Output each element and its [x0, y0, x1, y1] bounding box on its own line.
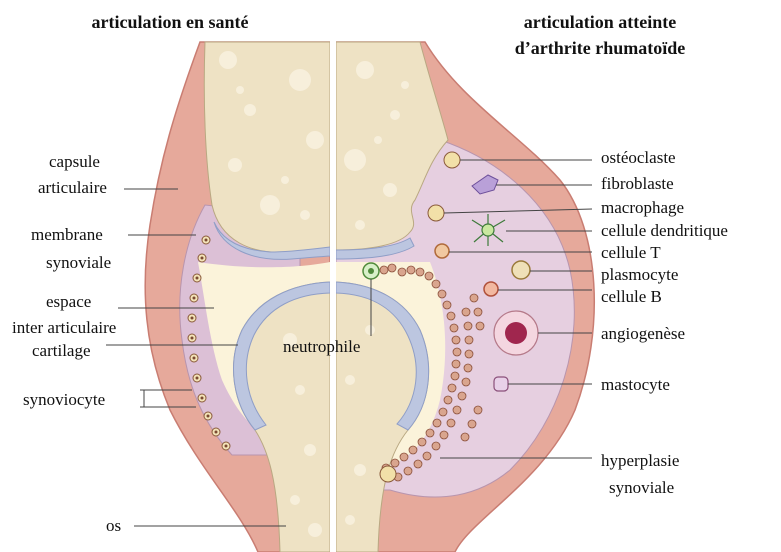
- ra-joint: [336, 42, 594, 552]
- label-hyperplasie-2: synoviale: [609, 478, 674, 497]
- label-cellule-b: cellule B: [601, 287, 662, 306]
- label-neutrophile: neutrophile: [283, 337, 360, 356]
- t-cell: [435, 244, 449, 258]
- label-osteoclaste: ostéoclaste: [601, 148, 676, 167]
- mastocyte-cell: [494, 377, 508, 391]
- plasmocyte-cell: [512, 261, 530, 279]
- title-ra-line2: d’arthrite rhumatoïde: [515, 38, 685, 58]
- label-cartilage: cartilage: [32, 341, 91, 360]
- angiogenesis-vessel: [494, 311, 538, 355]
- label-membrane: membrane: [31, 225, 103, 244]
- label-capsule: capsule: [49, 152, 100, 171]
- label-dendritique: cellule dendritique: [601, 221, 728, 240]
- label-capsule-2: articulaire: [38, 178, 107, 197]
- title-ra-line1: articulation atteinte: [524, 12, 676, 32]
- label-fibroblaste: fibroblaste: [601, 174, 674, 193]
- label-cellule-t: cellule T: [601, 243, 661, 262]
- label-espace-2: inter articulaire: [12, 318, 116, 337]
- center-divider: [330, 30, 336, 552]
- label-angiogenese: angiogenèse: [601, 324, 685, 343]
- label-hyperplasie: hyperplasie: [601, 451, 679, 470]
- healthy-joint: [145, 42, 330, 552]
- label-espace: espace: [46, 292, 91, 311]
- label-os: os: [106, 516, 121, 535]
- label-plasmocyte: plasmocyte: [601, 265, 678, 284]
- label-macrophage: macrophage: [601, 198, 684, 217]
- label-synoviocyte: synoviocyte: [23, 390, 105, 409]
- b-cell: [484, 282, 498, 296]
- label-mastocyte: mastocyte: [601, 375, 670, 394]
- title-healthy: articulation en santé: [92, 12, 249, 32]
- label-membrane-2: synoviale: [46, 253, 111, 272]
